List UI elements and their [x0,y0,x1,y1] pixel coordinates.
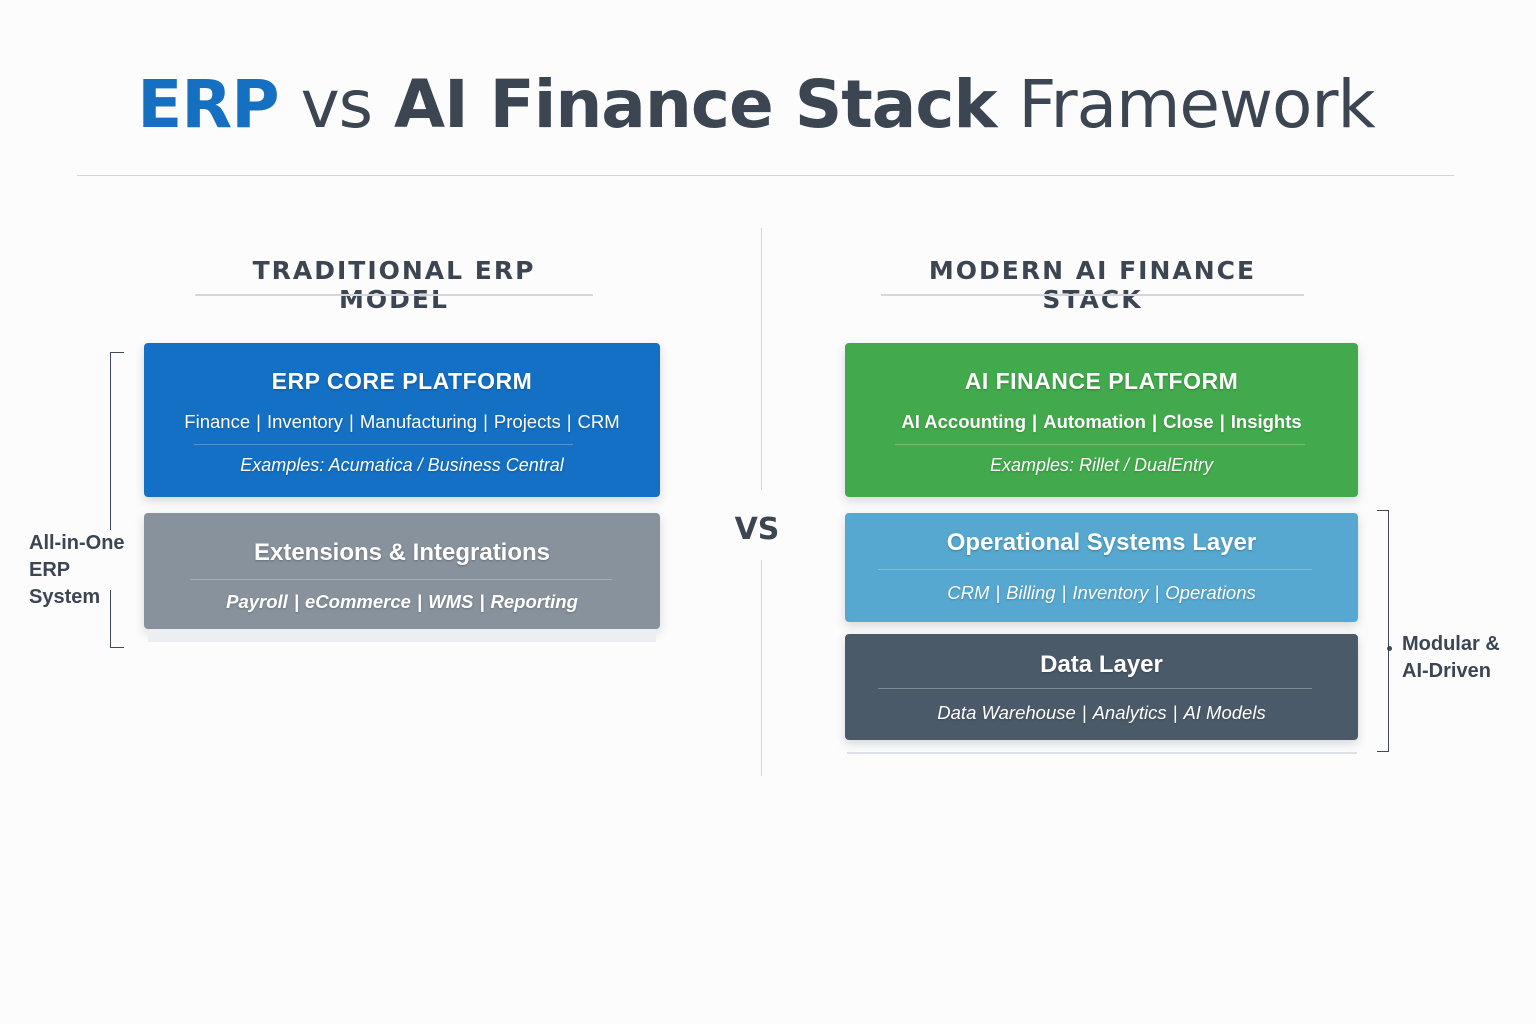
right-bracket-dot [1387,646,1392,651]
all-in-one-label: All-in-One ERP System [29,530,141,611]
extension-item: WMS [428,591,474,612]
data-item: Analytics [1092,702,1167,723]
modular-ai-driven-label: Modular & AI-Driven [1402,631,1522,685]
separator: | [293,591,299,612]
operational-divider [878,569,1312,570]
separator: | [479,591,485,612]
erp-core-title: ERP CORE PLATFORM [271,368,533,394]
module-item: Finance [184,411,251,432]
right-heading-underline [881,294,1304,296]
operational-item: Operations [1165,582,1256,603]
left-bracket-top [110,352,124,530]
left-column-heading: TRADITIONAL ERP MODEL [195,256,593,314]
module-item: Inventory [266,411,344,432]
title-framework: Framework [1018,66,1375,143]
separator: | [1219,411,1225,432]
extension-item: eCommerce [305,591,411,612]
extensions-base-shadow [148,629,656,642]
ai-finance-platform-box: AI FINANCE PLATFORM AI Accounting|Automa… [845,343,1358,497]
ai-core-divider [895,444,1305,445]
operational-item: Inventory [1072,582,1149,603]
separator: | [1151,411,1158,432]
erp-core-examples: Examples: Acumatica / Business Central [240,455,564,475]
vs-label: VS [734,512,780,547]
center-divider-bottom [761,560,762,776]
separator: | [995,582,1001,603]
separator: | [483,411,488,432]
data-layer-items: Data Warehouse|Analytics|AI Models [845,702,1358,724]
extension-item: Reporting [490,591,578,612]
title-erp: ERP [137,66,279,143]
capability-item: AI Accounting [901,411,1027,432]
title-divider [77,175,1454,176]
module-item: Projects [493,411,561,432]
data-layer-box: Data Layer Data Warehouse|Analytics|AI M… [845,634,1358,740]
module-item: Manufacturing [359,411,478,432]
operational-item: Billing [1006,582,1056,603]
extension-item: Payroll [226,591,288,612]
data-item: AI Models [1183,702,1266,723]
data-layer-divider [878,688,1312,689]
ai-core-examples: Examples: Rillet / DualEntry [989,455,1214,475]
operational-title: Operational Systems Layer [946,529,1257,556]
left-heading-text: TRADITIONAL ERP MODEL [252,256,536,314]
separator: | [566,411,572,432]
separator: | [416,591,423,612]
title-vs: vs [300,66,373,143]
erp-core-divider [194,444,573,445]
extensions-integrations-box: Extensions & Integrations Payroll|eComme… [144,513,660,629]
capability-item: Close [1163,411,1214,432]
capability-item: Automation [1043,411,1146,432]
extensions-title: Extensions & Integrations [253,539,551,566]
erp-core-modules: Finance|Inventory|Manufacturing|Projects… [144,411,660,433]
operational-systems-layer-box: Operational Systems Layer CRM|Billing|In… [845,513,1358,622]
title-ai-finance-stack: AI Finance Stack [394,66,997,143]
left-bracket-bottom [110,590,124,648]
separator: | [349,411,354,432]
right-bracket [1377,510,1389,752]
separator: | [1172,702,1178,723]
ai-core-capabilities: AI Accounting|Automation|Close|Insights [845,411,1358,433]
data-layer-title: Data Layer [1040,651,1163,678]
data-item: Data Warehouse [937,702,1076,723]
capability-item: Insights [1230,411,1302,432]
separator: | [1061,582,1067,603]
operational-items: CRM|Billing|Inventory|Operations [845,582,1358,604]
separator: | [1032,411,1038,432]
operational-item: CRM [947,582,990,603]
page-title: ERP vs AI Finance Stack Framework [0,62,1512,148]
separator: | [1154,582,1160,603]
all-in-one-label-line1: All-in-One [29,532,125,554]
modular-label-line1: Modular & [1402,633,1500,655]
separator: | [1081,702,1087,723]
right-heading-text: MODERN AI FINANCE STACK [928,256,1257,314]
center-divider-top [761,228,762,490]
ai-core-title: AI FINANCE PLATFORM [964,368,1239,394]
left-heading-underline [195,294,593,296]
erp-core-platform-box: ERP CORE PLATFORM Finance|Inventory|Manu… [144,343,660,497]
all-in-one-label-line2: ERP System [29,559,101,608]
module-item: CRM [577,411,620,432]
separator: | [256,411,261,432]
modular-label-line2: AI-Driven [1402,660,1491,682]
extensions-items: Payroll|eCommerce|WMS|Reporting [144,591,660,613]
right-column-heading: MODERN AI FINANCE STACK [881,256,1304,314]
data-layer-base-line [847,752,1357,754]
extensions-divider [190,579,612,580]
